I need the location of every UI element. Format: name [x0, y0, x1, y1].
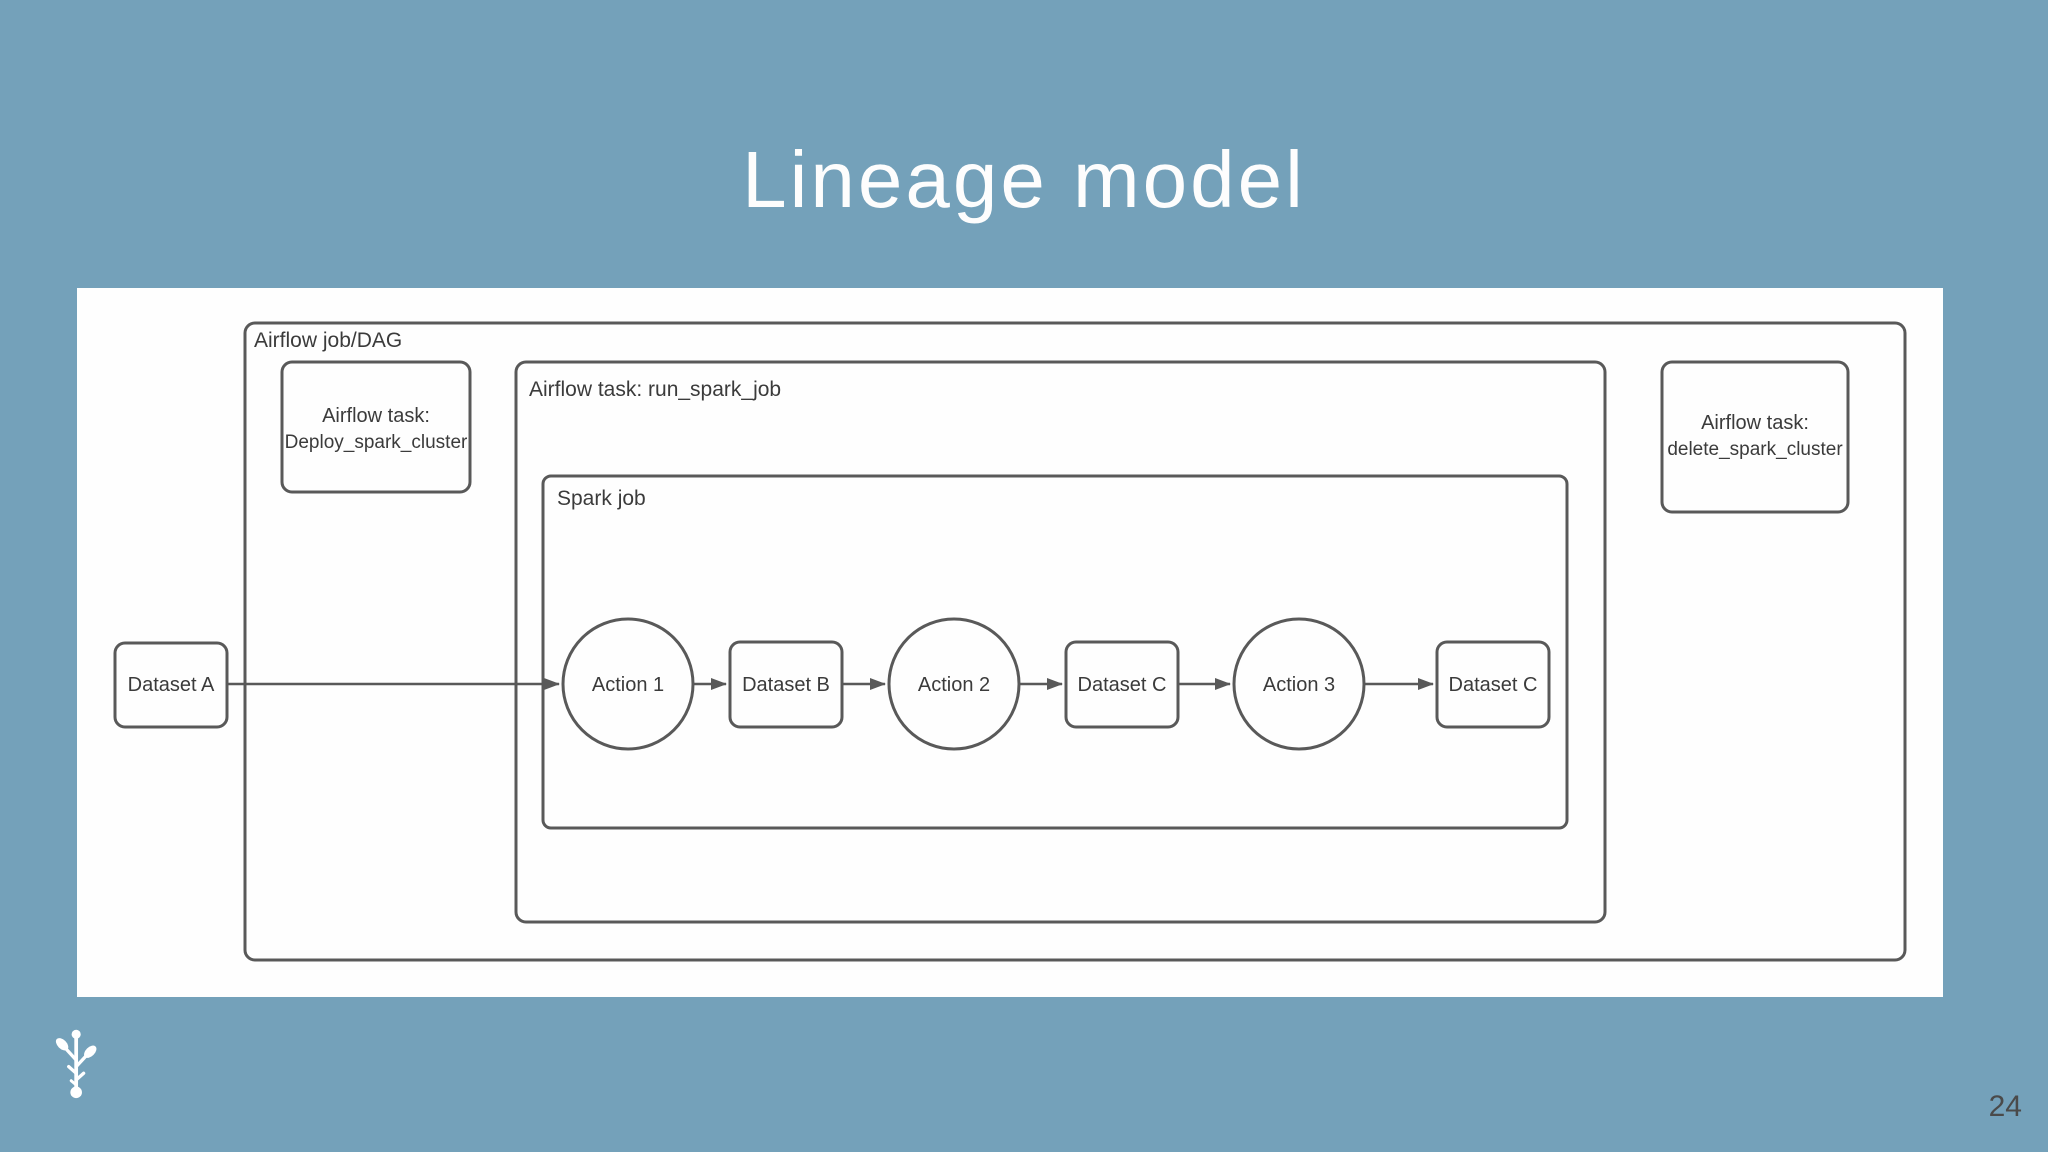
page-number: 24	[1988, 1090, 2022, 1123]
deploy-task-label-line1: Airflow task:	[322, 405, 430, 427]
dataset-c2-label: Dataset C	[1449, 674, 1538, 696]
action-2-node	[887, 617, 1021, 751]
run-spark-job-label: Airflow task: run_spark_job	[529, 378, 781, 401]
delete-task-box	[1660, 360, 1850, 514]
action-3-label: Action 3	[1263, 674, 1335, 696]
sprout-tree-icon	[55, 1029, 97, 1099]
run-spark-job-container	[514, 360, 1607, 924]
delete-task-label-line2: delete_spark_cluster	[1667, 439, 1843, 460]
dataset-c-node	[1064, 640, 1180, 729]
page-title: Lineage model	[742, 135, 1306, 224]
dataset-b-label: Dataset B	[742, 674, 830, 696]
dataset-b-node	[728, 640, 844, 729]
airflow-dag-label: Airflow job/DAG	[254, 329, 402, 352]
slide-canvas: Airflow job/DAG Airflow task: Deploy_spa…	[77, 288, 1943, 997]
action-1-node	[561, 617, 695, 751]
dataset-c2-node	[1435, 640, 1551, 729]
action-3-node	[1232, 617, 1366, 751]
deploy-task-box	[280, 360, 472, 494]
dataset-a-label: Dataset A	[128, 674, 215, 696]
deploy-task-label-line2: Deploy_spark_cluster	[285, 432, 468, 453]
action-2-label: Action 2	[918, 674, 990, 696]
action-1-label: Action 1	[592, 674, 664, 696]
spark-job-container	[541, 474, 1569, 830]
dataset-c-label: Dataset C	[1078, 674, 1167, 696]
lineage-diagram: Airflow job/DAG Airflow task: Deploy_spa…	[113, 321, 1907, 962]
delete-task-label-line1: Airflow task:	[1701, 412, 1809, 434]
spark-job-label: Spark job	[557, 487, 646, 510]
dataset-a-node	[113, 641, 229, 729]
airflow-dag-container	[243, 321, 1907, 962]
